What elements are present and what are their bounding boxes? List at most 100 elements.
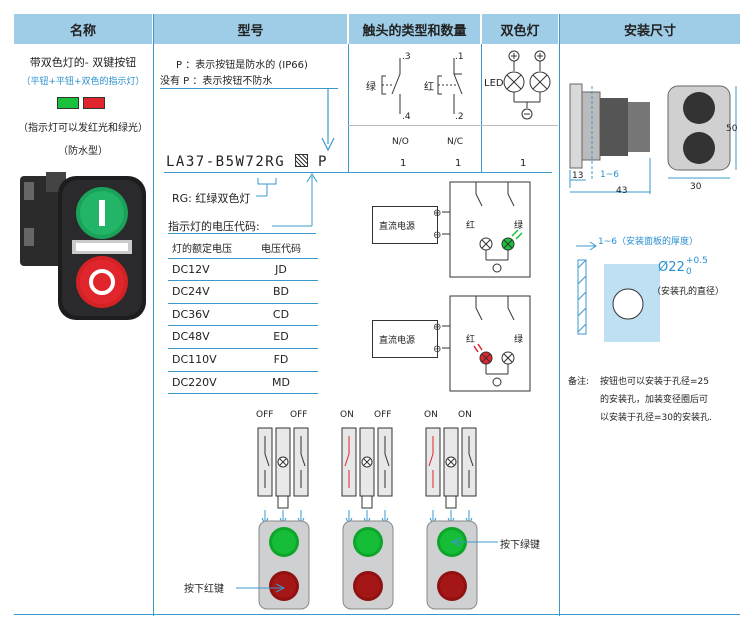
hole-label: （安装孔的直径） bbox=[652, 287, 725, 297]
product-note: （指示灯可以发红光和绿光） bbox=[18, 123, 148, 134]
dim-30: 30 bbox=[690, 182, 702, 192]
divider bbox=[153, 14, 154, 616]
dim-1-6: 1~6 bbox=[600, 170, 619, 180]
switch-block-on-on bbox=[425, 427, 477, 526]
hole-diameter: Ø22 bbox=[658, 260, 685, 275]
rg-note: RG: 红绿双色灯 bbox=[172, 192, 251, 205]
table-cell: JD bbox=[275, 262, 287, 276]
state1-b: OFF bbox=[290, 410, 308, 420]
product-title: 带双色灯的- 双键按钮 bbox=[29, 56, 137, 69]
led-lamp-diagram bbox=[503, 50, 551, 120]
voltage-arrow-icon bbox=[272, 206, 313, 227]
press-green-arrow-icon bbox=[450, 537, 498, 547]
remark-line: 按钮也可以安装于孔径=25 bbox=[600, 377, 709, 387]
table-row: DC36V CD bbox=[168, 304, 318, 327]
divider bbox=[348, 44, 349, 172]
header-name: 名称 bbox=[14, 14, 152, 44]
power-label: 直流电源 bbox=[379, 336, 416, 346]
table-row: DC24V BD bbox=[168, 281, 318, 304]
table-cell: DC24V bbox=[172, 285, 210, 299]
press-red-label: 按下红键 bbox=[184, 584, 224, 595]
hatch-box-icon bbox=[295, 154, 309, 167]
switch-block-off-off bbox=[257, 427, 309, 526]
table-cell: FD bbox=[273, 352, 289, 366]
circuit-red-label: 红 bbox=[466, 335, 476, 345]
dim-13: 13 bbox=[572, 171, 584, 181]
model-code: LA37-B5W72RG P bbox=[166, 154, 328, 170]
table-cell: CD bbox=[272, 307, 290, 321]
table-cell: DC36V bbox=[172, 307, 210, 321]
switch-block-on-off bbox=[341, 427, 393, 526]
divider bbox=[164, 172, 552, 173]
pin1-label: .1 bbox=[455, 52, 464, 62]
state3-b: ON bbox=[458, 410, 472, 420]
p-note: P ：表示按钮是防水的 (IP66) bbox=[176, 60, 308, 71]
table-header-cell: 灯的额定电压 bbox=[172, 244, 232, 255]
dim-43: 43 bbox=[616, 186, 628, 196]
button-face-1 bbox=[258, 520, 310, 610]
hole-diam-text: Ø22 bbox=[658, 260, 685, 275]
circuit-red-label: 红 bbox=[466, 221, 476, 231]
power-box-bottom: 直流电源 bbox=[372, 320, 438, 358]
voltage-table: 灯的额定电压 电压代码 DC12V JD DC24V BD DC36V CD D… bbox=[168, 236, 318, 395]
red-swatch bbox=[83, 97, 105, 109]
table-cell: ED bbox=[273, 330, 289, 344]
table-cell: DC48V bbox=[172, 330, 210, 344]
header-name-text: 名称 bbox=[69, 23, 96, 39]
svg-text:⊖: ⊖ bbox=[433, 230, 441, 241]
divider bbox=[14, 614, 740, 615]
circuit-bottom: ⊕ ⊖ bbox=[433, 295, 531, 392]
contact-green-label: 绿 bbox=[366, 82, 376, 93]
power-box-top: 直流电源 bbox=[372, 206, 438, 244]
model-code-text: LA37-B5W72RG bbox=[166, 154, 286, 170]
led-label: LED bbox=[484, 78, 504, 89]
voltage-underline bbox=[168, 233, 316, 234]
remark-label: 备注: bbox=[568, 377, 590, 387]
down-arrow-icon bbox=[321, 88, 335, 152]
product-waterproof: （防水型） bbox=[58, 146, 108, 157]
svg-text:⊕: ⊕ bbox=[433, 322, 441, 333]
remark-line: 的安装孔，加装变径圈后可 bbox=[600, 395, 709, 405]
panel-label: 1~6（安装面板的厚度） bbox=[598, 237, 698, 247]
table-row: DC110V FD bbox=[168, 349, 318, 372]
model-suffix: P bbox=[318, 154, 328, 170]
header-dims: 安装尺寸 bbox=[560, 14, 740, 44]
button-face-3 bbox=[426, 520, 478, 610]
pin4-label: .4 bbox=[402, 112, 411, 122]
dim-50: 50 bbox=[726, 124, 738, 134]
green-swatch bbox=[57, 97, 79, 109]
header-lamp-text: 双色灯 bbox=[500, 23, 540, 39]
svg-text:⊕: ⊕ bbox=[433, 208, 441, 219]
no-count: 1 bbox=[400, 158, 407, 169]
lamp-count: 1 bbox=[520, 158, 527, 169]
header-model: 型号 bbox=[154, 14, 347, 44]
pin3-label: .3 bbox=[402, 52, 411, 62]
table-cell: MD bbox=[272, 375, 290, 389]
power-label: 直流电源 bbox=[379, 222, 416, 232]
table-cell: DC110V bbox=[172, 352, 217, 366]
panel-hole-drawing bbox=[576, 241, 660, 342]
state2-a: ON bbox=[340, 410, 354, 420]
table-row: DC12V JD bbox=[168, 259, 318, 282]
front-view-drawing bbox=[667, 85, 737, 179]
header-contacts: 触头的类型和数量 bbox=[349, 14, 480, 44]
note-underline bbox=[160, 88, 338, 89]
button-face-2 bbox=[342, 520, 394, 610]
circuit-green-label: 绿 bbox=[514, 221, 524, 231]
side-view-drawing bbox=[569, 83, 651, 194]
table-row: DC220V MD bbox=[168, 372, 318, 395]
header-dims-text: 安装尺寸 bbox=[623, 23, 676, 39]
press-red-arrow-icon bbox=[236, 583, 286, 593]
voltage-title: 指示灯的电压代码: bbox=[168, 220, 260, 233]
divider bbox=[348, 125, 558, 126]
table-cell: BD bbox=[272, 285, 290, 299]
state1-a: OFF bbox=[256, 410, 274, 420]
press-green-label: 按下绿键 bbox=[500, 540, 540, 551]
divider bbox=[481, 44, 482, 172]
header-contacts-text: 触头的类型和数量 bbox=[362, 23, 467, 39]
table-cell: DC12V bbox=[172, 262, 210, 276]
state2-b: OFF bbox=[374, 410, 392, 420]
state3-a: ON bbox=[424, 410, 438, 420]
divider bbox=[559, 14, 560, 616]
remark-line: 以安装于孔径=30的安装孔. bbox=[600, 413, 712, 423]
